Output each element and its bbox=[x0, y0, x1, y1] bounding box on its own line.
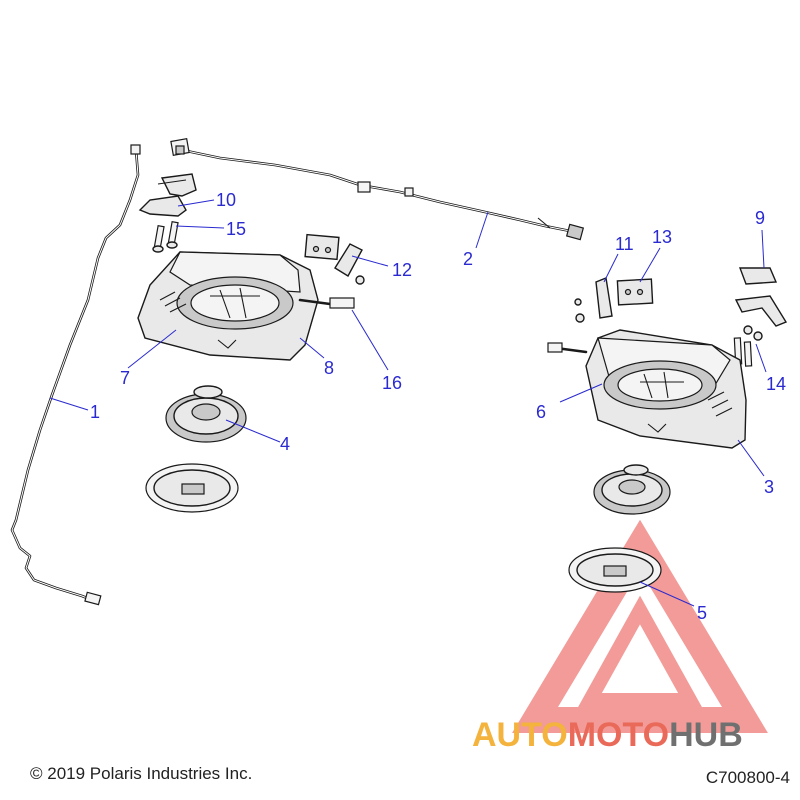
watermark-part-c: HUB bbox=[669, 716, 743, 754]
callout-8: 8 bbox=[324, 358, 334, 378]
callout-7: 7 bbox=[120, 368, 130, 388]
callout-12: 12 bbox=[392, 260, 412, 280]
speaker-4 bbox=[165, 385, 247, 443]
copyright-notice: © 2019 Polaris Industries Inc. bbox=[30, 764, 253, 783]
bracket-13 bbox=[616, 278, 654, 306]
callout-1: 1 bbox=[90, 402, 100, 422]
speaker-right bbox=[593, 464, 671, 515]
callout-3: 3 bbox=[764, 477, 774, 497]
watermark-text: AUTOMOTOHUB bbox=[472, 716, 743, 755]
callout-5: 5 bbox=[697, 603, 707, 623]
callout-11: 11 bbox=[615, 234, 634, 254]
watermark-part-b: MOTO bbox=[567, 716, 670, 754]
screws-14 bbox=[733, 325, 763, 367]
speaker-pod-right bbox=[547, 329, 747, 449]
callout-10: 10 bbox=[216, 190, 236, 210]
callout-14: 14 bbox=[766, 374, 786, 394]
callout-6: 6 bbox=[536, 402, 546, 422]
speaker-pod-left bbox=[137, 251, 355, 361]
callout-2: 2 bbox=[463, 249, 473, 269]
drawing-id: C700800-4 bbox=[705, 768, 790, 787]
speaker-grille-left bbox=[145, 463, 239, 513]
watermark-part-a: AUTO bbox=[472, 716, 568, 754]
speaker-grille-5 bbox=[568, 547, 662, 593]
leader-lines bbox=[49, 199, 767, 607]
callout-15: 15 bbox=[226, 219, 246, 239]
bracket-9 bbox=[734, 267, 788, 327]
callout-4: 4 bbox=[280, 434, 290, 454]
wire-harness-left bbox=[10, 144, 141, 606]
wire-harness-top bbox=[170, 138, 585, 241]
watermark-logo bbox=[512, 519, 768, 733]
callout-13: 13 bbox=[652, 227, 672, 247]
callout-labels: 1 2 3 4 5 6 7 8 9 10 11 12 13 14 15 16 bbox=[90, 190, 786, 623]
screws-15 bbox=[152, 220, 179, 253]
callout-9: 9 bbox=[755, 208, 765, 228]
bracket-11 bbox=[574, 277, 613, 323]
callout-16: 16 bbox=[382, 373, 402, 393]
bracket-10 bbox=[138, 173, 197, 217]
bracket-12 bbox=[304, 233, 365, 285]
